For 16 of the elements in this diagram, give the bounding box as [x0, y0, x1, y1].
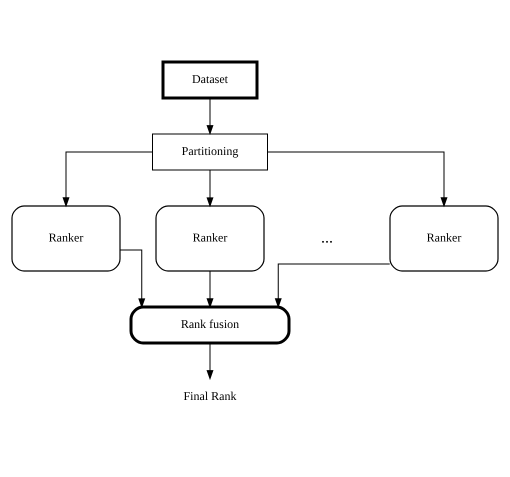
node-text: Final Rank [184, 389, 236, 404]
arrow [206, 98, 214, 136]
node-box: Dataset [162, 60, 258, 100]
arrow [206, 270, 214, 308]
node-box: Ranker [11, 205, 121, 272]
label: ... [321, 229, 333, 246]
arrow [267, 152, 448, 208]
arrow [274, 264, 390, 308]
node-box: Ranker [389, 205, 499, 272]
node-box: Rank fusion [130, 306, 290, 344]
arrow [62, 152, 153, 208]
node-box: Partitioning [152, 134, 268, 170]
arrow [206, 170, 214, 208]
arrow [206, 342, 214, 380]
node-box: Ranker [155, 205, 265, 272]
arrow [120, 250, 146, 308]
